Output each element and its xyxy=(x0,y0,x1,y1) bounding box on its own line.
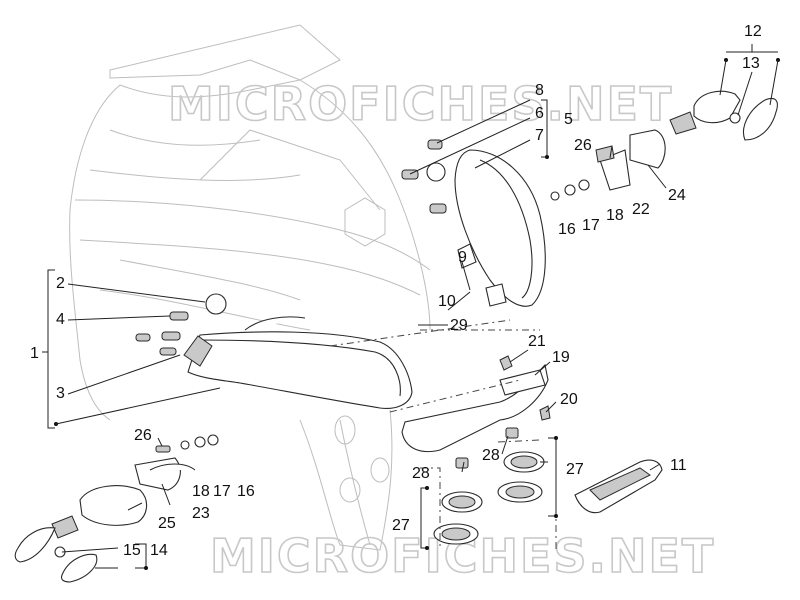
callout-29: 29 xyxy=(450,317,468,334)
callout-19: 19 xyxy=(552,349,570,366)
scooter-rear-body xyxy=(69,24,431,551)
callout-numbers: 1 2 3 4 5 6 7 8 9 10 11 12 13 14 15 16 1… xyxy=(30,23,762,559)
callout-25: 25 xyxy=(158,515,176,532)
callout-23: 23 xyxy=(192,505,210,522)
callout-27-left: 27 xyxy=(392,517,410,534)
callout-5: 5 xyxy=(564,111,573,128)
callout-10: 10 xyxy=(438,293,456,310)
callout-22: 22 xyxy=(632,201,650,218)
turn-signal-right xyxy=(550,90,778,201)
callout-18-left: 18 xyxy=(192,483,210,500)
callout-4: 4 xyxy=(56,311,65,328)
callout-3: 3 xyxy=(56,385,65,402)
callout-26-left: 26 xyxy=(134,427,152,444)
callout-27-right: 27 xyxy=(566,461,584,478)
callout-18-right: 18 xyxy=(606,207,624,224)
callout-8: 8 xyxy=(535,82,544,99)
callout-17-right: 17 xyxy=(582,217,600,234)
watermark-top: MICROFICHES.NET xyxy=(168,77,673,131)
callout-7: 7 xyxy=(535,127,544,144)
callout-28-left: 28 xyxy=(412,465,430,482)
callout-11: 11 xyxy=(670,457,687,474)
callout-9: 9 xyxy=(458,249,467,266)
callout-1: 1 xyxy=(30,345,39,362)
callout-2: 2 xyxy=(56,275,65,292)
callout-16-right: 16 xyxy=(558,221,576,238)
license-plate-lights xyxy=(433,427,545,545)
callout-28-mid: 28 xyxy=(482,447,500,464)
side-reflector-housing xyxy=(401,139,546,307)
license-plate-light-cover xyxy=(401,355,551,453)
callout-17-left: 17 xyxy=(213,483,231,500)
callout-21: 21 xyxy=(528,333,546,350)
rear-reflector xyxy=(574,459,663,514)
callout-6: 6 xyxy=(535,105,544,122)
callout-15: 15 xyxy=(123,542,141,559)
callout-26-right: 26 xyxy=(574,137,592,154)
bulb-sockets-left xyxy=(135,293,227,356)
callout-20: 20 xyxy=(560,391,578,408)
callout-16-left: 16 xyxy=(237,483,255,500)
callout-12: 12 xyxy=(744,23,762,40)
turn-signal-left xyxy=(14,434,219,583)
callout-14: 14 xyxy=(150,542,168,559)
callout-13: 13 xyxy=(742,55,760,72)
leader-lines xyxy=(42,44,780,570)
rear-tail-light xyxy=(183,316,413,409)
callout-24: 24 xyxy=(668,187,686,204)
